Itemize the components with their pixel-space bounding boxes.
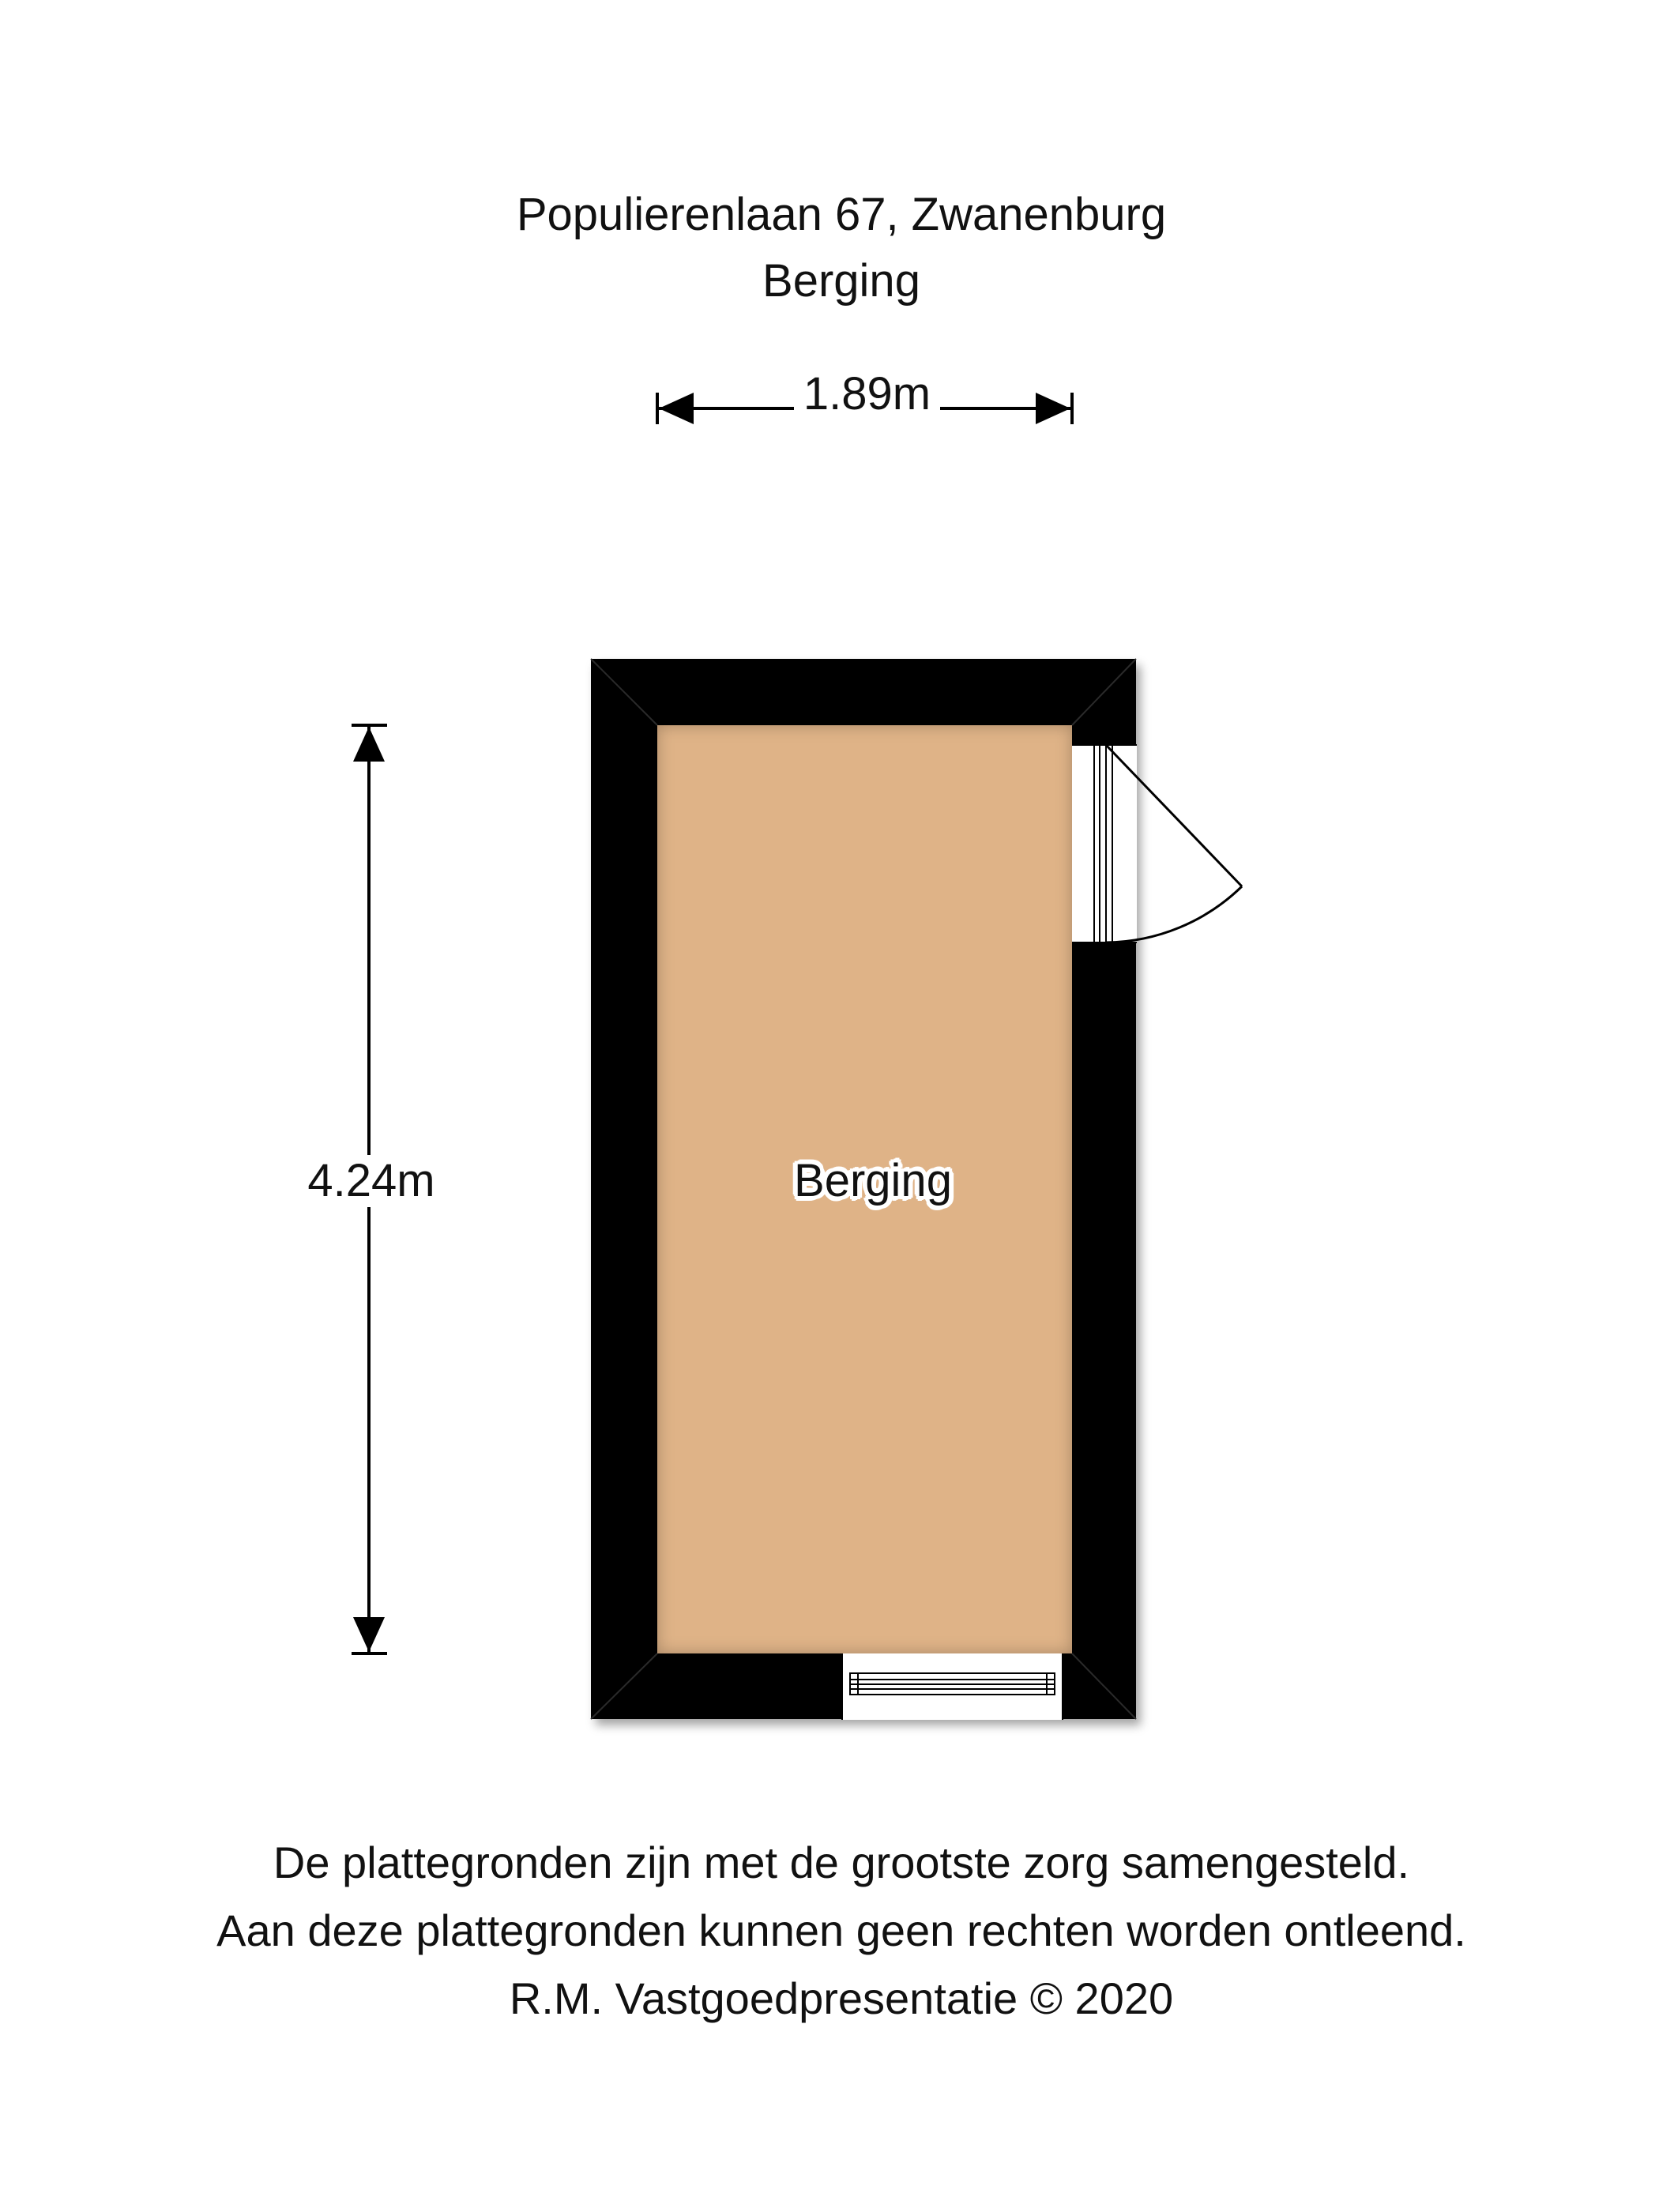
door-swing-arc	[1105, 885, 1243, 944]
height-dimension-line	[352, 724, 387, 1655]
width-dimension-line	[656, 393, 1074, 424]
door	[1072, 743, 1243, 944]
disclaimer-line-1: De plattegronden zijn met de grootste zo…	[273, 1838, 1410, 1887]
disclaimer-line-2: Aan deze plattegronden kunnen geen recht…	[216, 1905, 1466, 1955]
arrow-left-icon	[659, 393, 694, 424]
width-dimension-label: 1.89m	[794, 368, 940, 420]
arrow-up-icon	[353, 727, 385, 762]
plan-header: Populierenlaan 67, Zwanenburg Berging	[0, 182, 1659, 314]
address-title: Populierenlaan 67, Zwanenburg	[516, 189, 1167, 240]
copyright-line: R.M. Vastgoedpresentatie © 2020	[509, 1973, 1174, 2023]
height-dimension-label: 4.24m	[292, 1155, 450, 1207]
room-label: Berging	[794, 1155, 952, 1206]
disclaimer-footer: De plattegronden zijn met de grootste zo…	[0, 1829, 1659, 2033]
room-floor	[590, 658, 1137, 1720]
arrow-down-icon	[353, 1617, 385, 1652]
door-leaf	[1104, 743, 1243, 888]
window	[841, 1653, 1063, 1720]
arrow-right-icon	[1036, 393, 1070, 424]
floor-title: Berging	[762, 255, 920, 307]
